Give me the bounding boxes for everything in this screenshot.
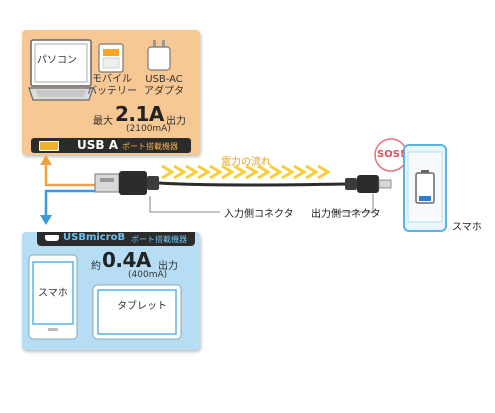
input-connector-label: 入力側コネクタ: [224, 209, 294, 220]
usb-a-port-sublabel: ポート搭載機器: [122, 142, 178, 151]
smartphone-sos-graphic: [374, 138, 447, 232]
approx-milliamp: (400mA): [128, 270, 168, 280]
usb-a-port-label: USB A: [77, 138, 118, 152]
smartphone-label: スマホ: [452, 222, 482, 233]
smartphone-device-icon: [28, 254, 78, 340]
max-current-value: 2.1A: [115, 102, 164, 126]
arrow-head-up: [40, 155, 52, 165]
approx-current-value: 0.4A: [102, 248, 151, 272]
tablet-device-label: タブレット: [117, 301, 167, 312]
arrow-up-orange: [44, 163, 96, 187]
usb-a-port-banner: USB A ポート搭載機器: [31, 138, 191, 153]
usb-micro-b-port-banner: USBmicroB ポート搭載機器: [37, 232, 195, 246]
usb-ac-adapter-label: USB-AC アダプタ: [144, 74, 184, 97]
usb-a-devices-panel: パソコン モバイル バッテリー USB-AC アダプタ 最大 2.1A 出力 (…: [22, 30, 200, 155]
output-connector: [345, 175, 392, 193]
sos-label: SOS!: [377, 149, 405, 160]
max-milliamp: (2100mA): [126, 124, 171, 134]
usb-micro-b-port-sublabel: ポート搭載機器: [131, 235, 187, 244]
smartphone-device-label: スマホ: [38, 288, 68, 299]
arrow-down-blue: [44, 189, 96, 217]
connector-arrows: [40, 155, 96, 225]
laptop-icon: [28, 39, 94, 101]
cable-wire: [158, 181, 346, 187]
usb-micro-b-port-label: USBmicroB: [63, 232, 126, 243]
usb-a-port-slot-icon: [39, 141, 59, 151]
arrow-head-down: [40, 215, 52, 225]
laptop-label: パソコン: [37, 55, 77, 66]
max-suffix: 出力: [166, 116, 186, 127]
output-leader-line: [335, 194, 374, 213]
approx-suffix: 出力: [158, 261, 178, 272]
tablet-device-icon: [92, 284, 182, 340]
input-connector: [94, 171, 159, 195]
usb-micro-b-port-slot-icon: [45, 235, 59, 241]
battery-low-icon: [415, 170, 435, 204]
output-connector-label: 出力側コネクタ: [311, 209, 381, 220]
input-leader-line: [149, 196, 220, 213]
mobile-battery-icon: [98, 43, 124, 73]
power-flow-arrow: [161, 164, 331, 180]
max-prefix: 最大: [93, 116, 113, 127]
usb-micro-b-devices-panel: スマホ 約 0.4A 出力 (400mA) タブレット: [22, 232, 200, 350]
usb-ac-adapter-icon: [147, 40, 171, 71]
power-flow-label: 電力の流れ: [221, 157, 271, 168]
mobile-battery-label: モバイル バッテリー: [87, 74, 137, 97]
approx-prefix: 約: [91, 261, 101, 272]
usb-cable: [94, 164, 392, 213]
laptop-card: パソコン: [28, 38, 94, 108]
